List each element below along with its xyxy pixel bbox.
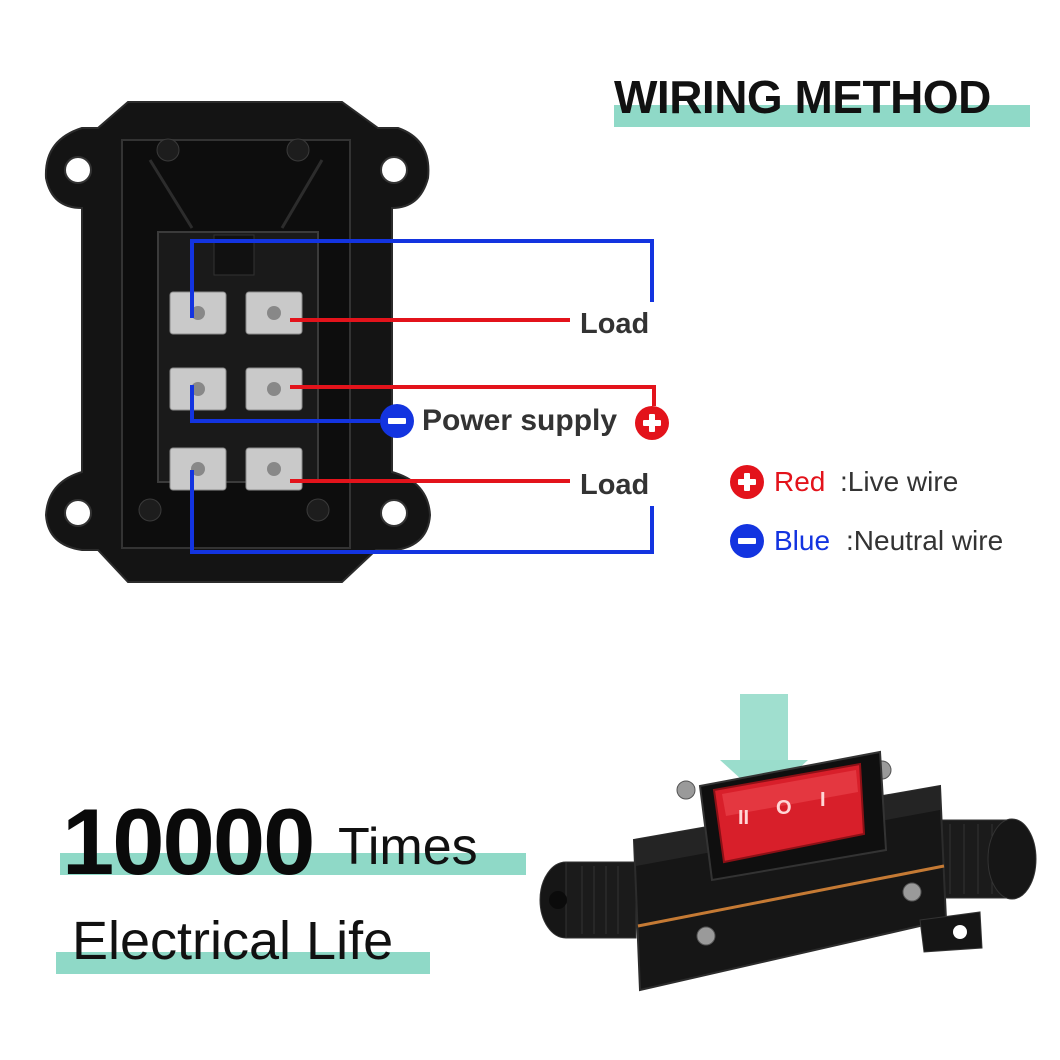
switch-mark-center: O <box>776 797 792 819</box>
terminal <box>169 447 227 491</box>
tagline-line2: Electrical Life <box>72 911 394 971</box>
switch-mark-right: I <box>820 789 826 811</box>
terminal <box>169 367 227 411</box>
tagline-underline-2 <box>56 952 430 974</box>
neutral-wire-bottom <box>190 470 654 554</box>
product-illustration: II O I <box>539 694 1037 992</box>
legend-red-desc: :Live wire <box>840 466 959 497</box>
rocker-switch: II O I <box>698 750 888 882</box>
minus-circle-icon <box>380 404 414 438</box>
load-label-top: Load <box>580 308 650 340</box>
live-wires <box>290 318 656 483</box>
cable-gland-left <box>539 861 637 939</box>
switch-mark-left: II <box>738 807 749 829</box>
power-supply-label: Power supply <box>422 404 618 437</box>
switch-terminal-diagram <box>44 101 656 583</box>
legend-blue-desc: :Neutral wire <box>846 525 1004 556</box>
tagline-number: 10000 <box>62 789 315 894</box>
terminal-block <box>169 291 303 491</box>
tagline-unit: Times <box>338 818 478 876</box>
plus-circle-icon <box>730 465 764 499</box>
plus-circle-icon <box>635 406 669 440</box>
terminal <box>245 291 303 335</box>
terminal <box>169 291 227 335</box>
title-underline <box>614 105 1030 127</box>
minus-circle-icon <box>730 524 764 558</box>
cable-gland-right <box>935 818 1037 900</box>
neutral-wire-middle <box>190 385 380 423</box>
title: WIRING METHOD <box>614 71 991 123</box>
tagline-underline-1 <box>60 853 526 875</box>
terminal <box>245 367 303 411</box>
neutral-wire-top <box>190 239 654 318</box>
legend-red-word: Red <box>774 466 826 497</box>
live-wire-middle <box>290 385 656 406</box>
legend-blue-word: Blue <box>774 525 831 556</box>
load-label-bottom: Load <box>580 469 650 501</box>
neutral-wires <box>190 239 654 554</box>
terminal <box>245 447 303 491</box>
switch-housing <box>44 101 432 583</box>
